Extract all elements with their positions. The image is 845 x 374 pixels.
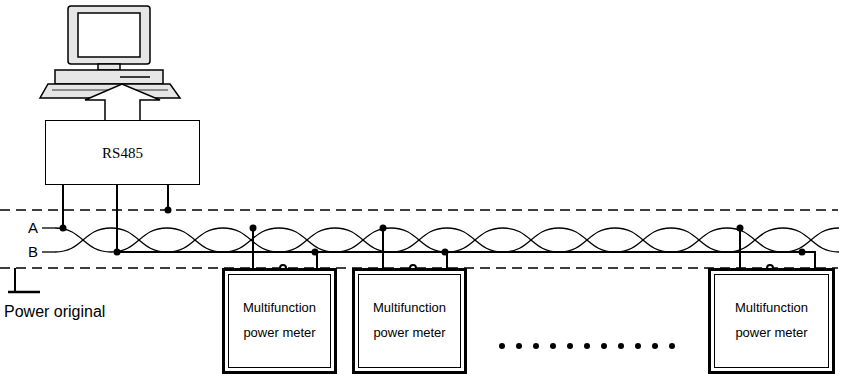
wire-a [42, 227, 55, 228]
dot [635, 343, 641, 349]
dot [533, 343, 539, 349]
wire-twist [559, 228, 615, 252]
bus-connector [117, 185, 815, 268]
dot [516, 343, 522, 349]
wire-b [42, 251, 55, 252]
wire-twist [279, 228, 335, 252]
interface-label: RS485 [102, 144, 143, 162]
bus-wire [61, 185, 171, 255]
wire-twist [279, 228, 335, 252]
wire-twist [727, 228, 783, 252]
wire-twist [223, 228, 279, 252]
ground-symbol [8, 268, 40, 292]
wire-twist [671, 228, 727, 252]
meter-box: Multifunction power meter [708, 268, 835, 374]
wire-name: B [28, 243, 38, 260]
dot [550, 343, 556, 349]
wire-twist [615, 228, 671, 252]
meter-box: Multifunction power meter [352, 268, 467, 374]
wire-twist [391, 228, 447, 252]
bus-connector [117, 185, 317, 268]
wire-twist [111, 228, 167, 252]
shield-line [0, 209, 838, 211]
computer-icon [40, 6, 180, 98]
wire-twist [671, 228, 727, 252]
meter-label: Multifunction power meter [234, 296, 325, 345]
wire-twist [55, 228, 111, 252]
meter-label: Multifunction power meter [720, 296, 823, 345]
bus-connector [117, 185, 447, 268]
dot [584, 343, 590, 349]
wire-twist [559, 228, 615, 252]
twisted-pair [42, 228, 839, 252]
dot [499, 343, 505, 349]
dot [652, 343, 658, 349]
wire-twist [167, 228, 223, 252]
upload-arrow [85, 84, 160, 120]
wire-twist [783, 228, 839, 252]
wire-twist [55, 228, 111, 252]
continuation-dots [499, 343, 675, 349]
wire-twist [223, 228, 279, 252]
wire-twist [447, 228, 503, 252]
wire-name: A [28, 219, 38, 236]
meter-box: Multifunction power meter [222, 268, 337, 374]
wire-twist [503, 228, 559, 252]
dot [567, 343, 573, 349]
wire-twist [503, 228, 559, 252]
interface-box: RS485 [45, 120, 200, 185]
dot [618, 343, 624, 349]
meter-wire [251, 226, 805, 273]
ground-label: Power original [4, 303, 105, 321]
dot [601, 343, 607, 349]
wire-twist [615, 228, 671, 252]
meter-label: Multifunction power meter [364, 296, 455, 345]
wire-twist [783, 228, 839, 252]
wire-twist [111, 228, 167, 252]
dot [669, 343, 675, 349]
wire-twist [447, 228, 503, 252]
wire-twist [391, 228, 447, 252]
wire-twist [727, 228, 783, 252]
wire-twist [167, 228, 223, 252]
